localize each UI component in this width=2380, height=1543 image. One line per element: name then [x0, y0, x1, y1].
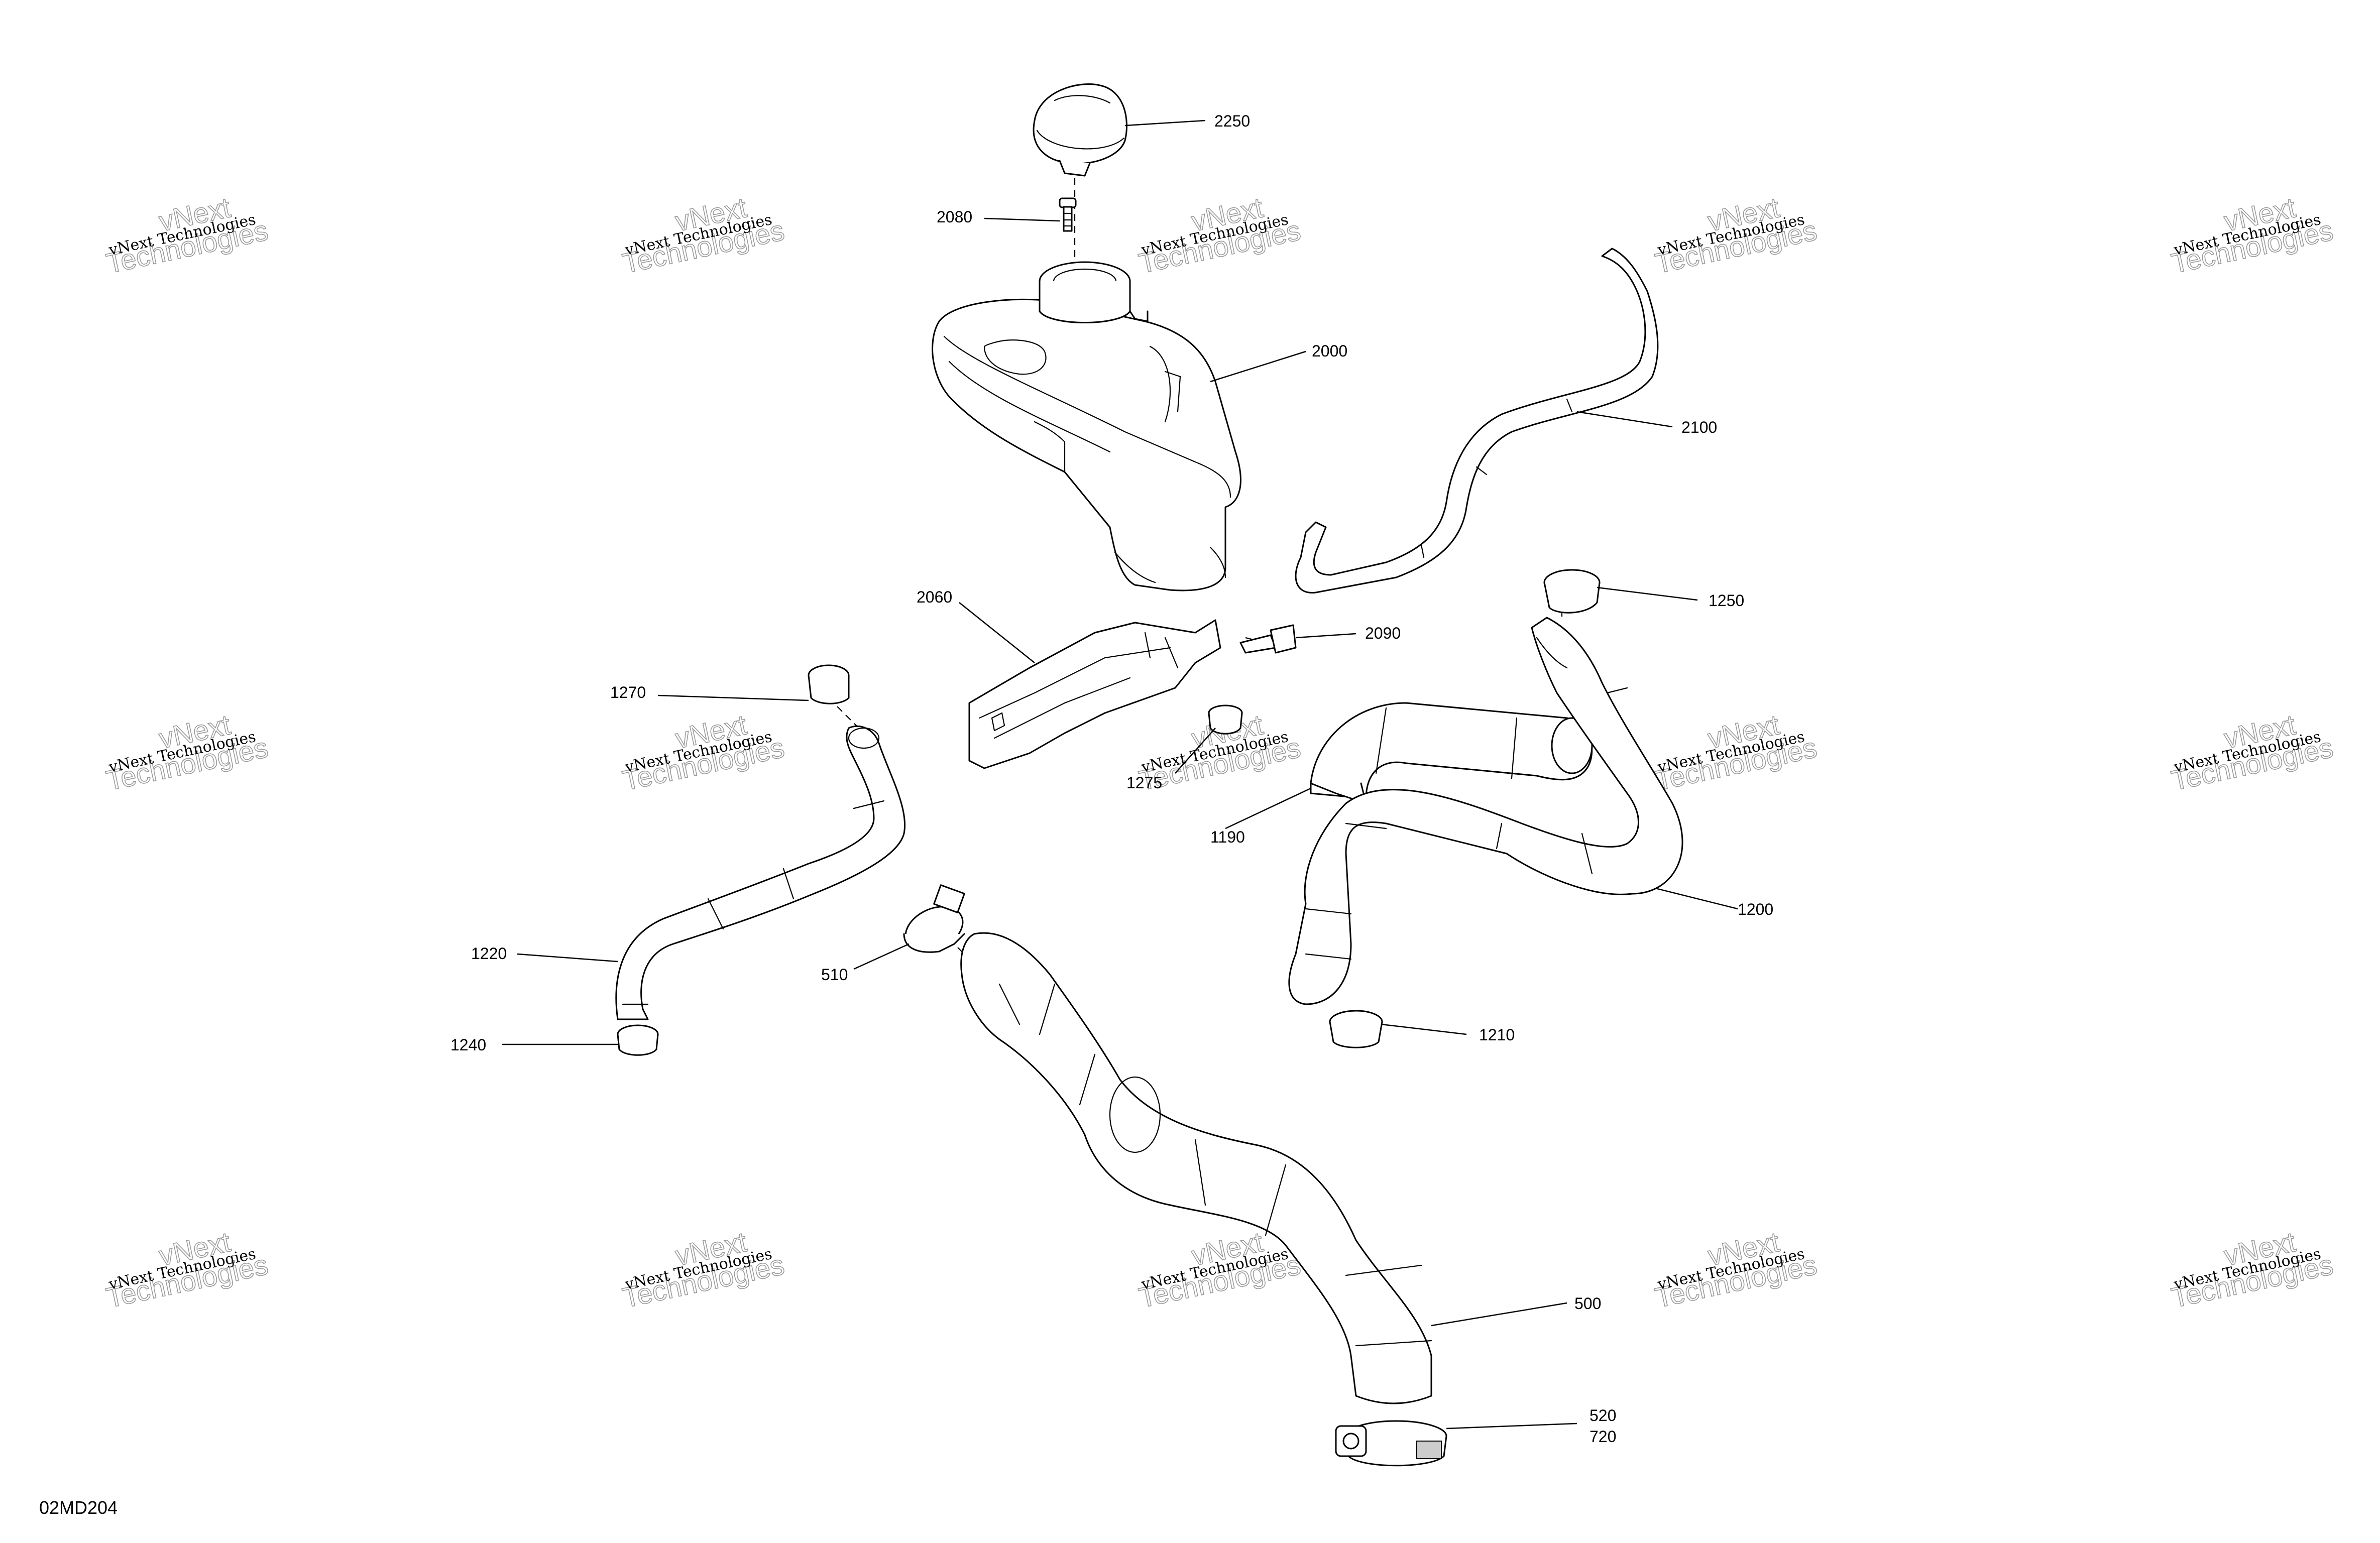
tank-bracket [968, 619, 1221, 769]
clamp-1270 [808, 664, 850, 704]
watermark: vNext Technologies vNext Technologies [1652, 1225, 1820, 1314]
watermark: vNext Technologies vNext Technologies [1652, 708, 1820, 797]
callout-520: 520 [1590, 1406, 1616, 1425]
screw [1059, 197, 1077, 232]
clamp-1250 [1543, 569, 1601, 614]
watermark: vNext Technologies vNext Technologies [1136, 191, 1303, 280]
leader-lines [502, 120, 1738, 1430]
main-hose [960, 932, 1432, 1404]
overflow-hose [1295, 248, 1659, 594]
radiator-hose-lower [1288, 617, 1683, 1005]
watermark: vNext Technologies vNext Technologies [103, 191, 271, 280]
callout-500: 500 [1574, 1294, 1601, 1313]
radiator-hose-upper [1310, 702, 1593, 804]
callout-2000: 2000 [1312, 342, 1347, 360]
callout-1210: 1210 [1479, 1026, 1515, 1044]
clamp-1240 [617, 1024, 659, 1056]
callout-labels: 2250 2080 2000 2100 2060 2090 1250 1270 … [450, 112, 1773, 1446]
callout-1240: 1240 [450, 1036, 486, 1054]
watermark: vNext Technologies vNext Technologies [2168, 1225, 2336, 1314]
callout-1190: 1190 [1210, 828, 1245, 846]
callout-1200: 1200 [1738, 900, 1773, 918]
watermark: vNext Technologies vNext Technologies [619, 191, 787, 280]
watermark: vNext Technologies vNext Technologies [619, 708, 787, 797]
hose-clamp-510 [903, 884, 965, 953]
coolant-tank [932, 261, 1241, 591]
callout-510: 510 [821, 966, 848, 984]
callout-2100: 2100 [1681, 418, 1717, 436]
callout-1250: 1250 [1709, 591, 1744, 610]
bolt-fitting [1239, 624, 1297, 654]
callout-1275: 1275 [1126, 774, 1162, 792]
plug-1275 [1208, 704, 1243, 735]
hose-clamp-520 [1335, 1420, 1447, 1467]
callout-2060: 2060 [917, 588, 952, 606]
watermark: vNext Technologies vNext Technologies [1652, 191, 1820, 280]
callout-2250: 2250 [1214, 112, 1250, 130]
callout-1220: 1220 [471, 944, 507, 963]
callout-1270: 1270 [610, 683, 646, 701]
watermark: vNext Technologies vNext Technologies [103, 708, 271, 797]
callout-2090: 2090 [1365, 624, 1401, 642]
watermark: vNext Technologies vNext Technologies [2168, 708, 2336, 797]
radiator-cap [1033, 83, 1127, 177]
clamp-1210 [1329, 1010, 1383, 1048]
diagram-reference-code: 02MD204 [39, 1497, 118, 1518]
watermark: vNext Technologies vNext Technologies [619, 1225, 787, 1314]
callout-720: 720 [1590, 1428, 1616, 1446]
watermark: vNext Technologies vNext Technologies [2168, 191, 2336, 280]
heater-hose [615, 725, 905, 1020]
watermark: vNext Technologies vNext Technologies [103, 1225, 271, 1314]
callout-2080: 2080 [937, 208, 972, 226]
